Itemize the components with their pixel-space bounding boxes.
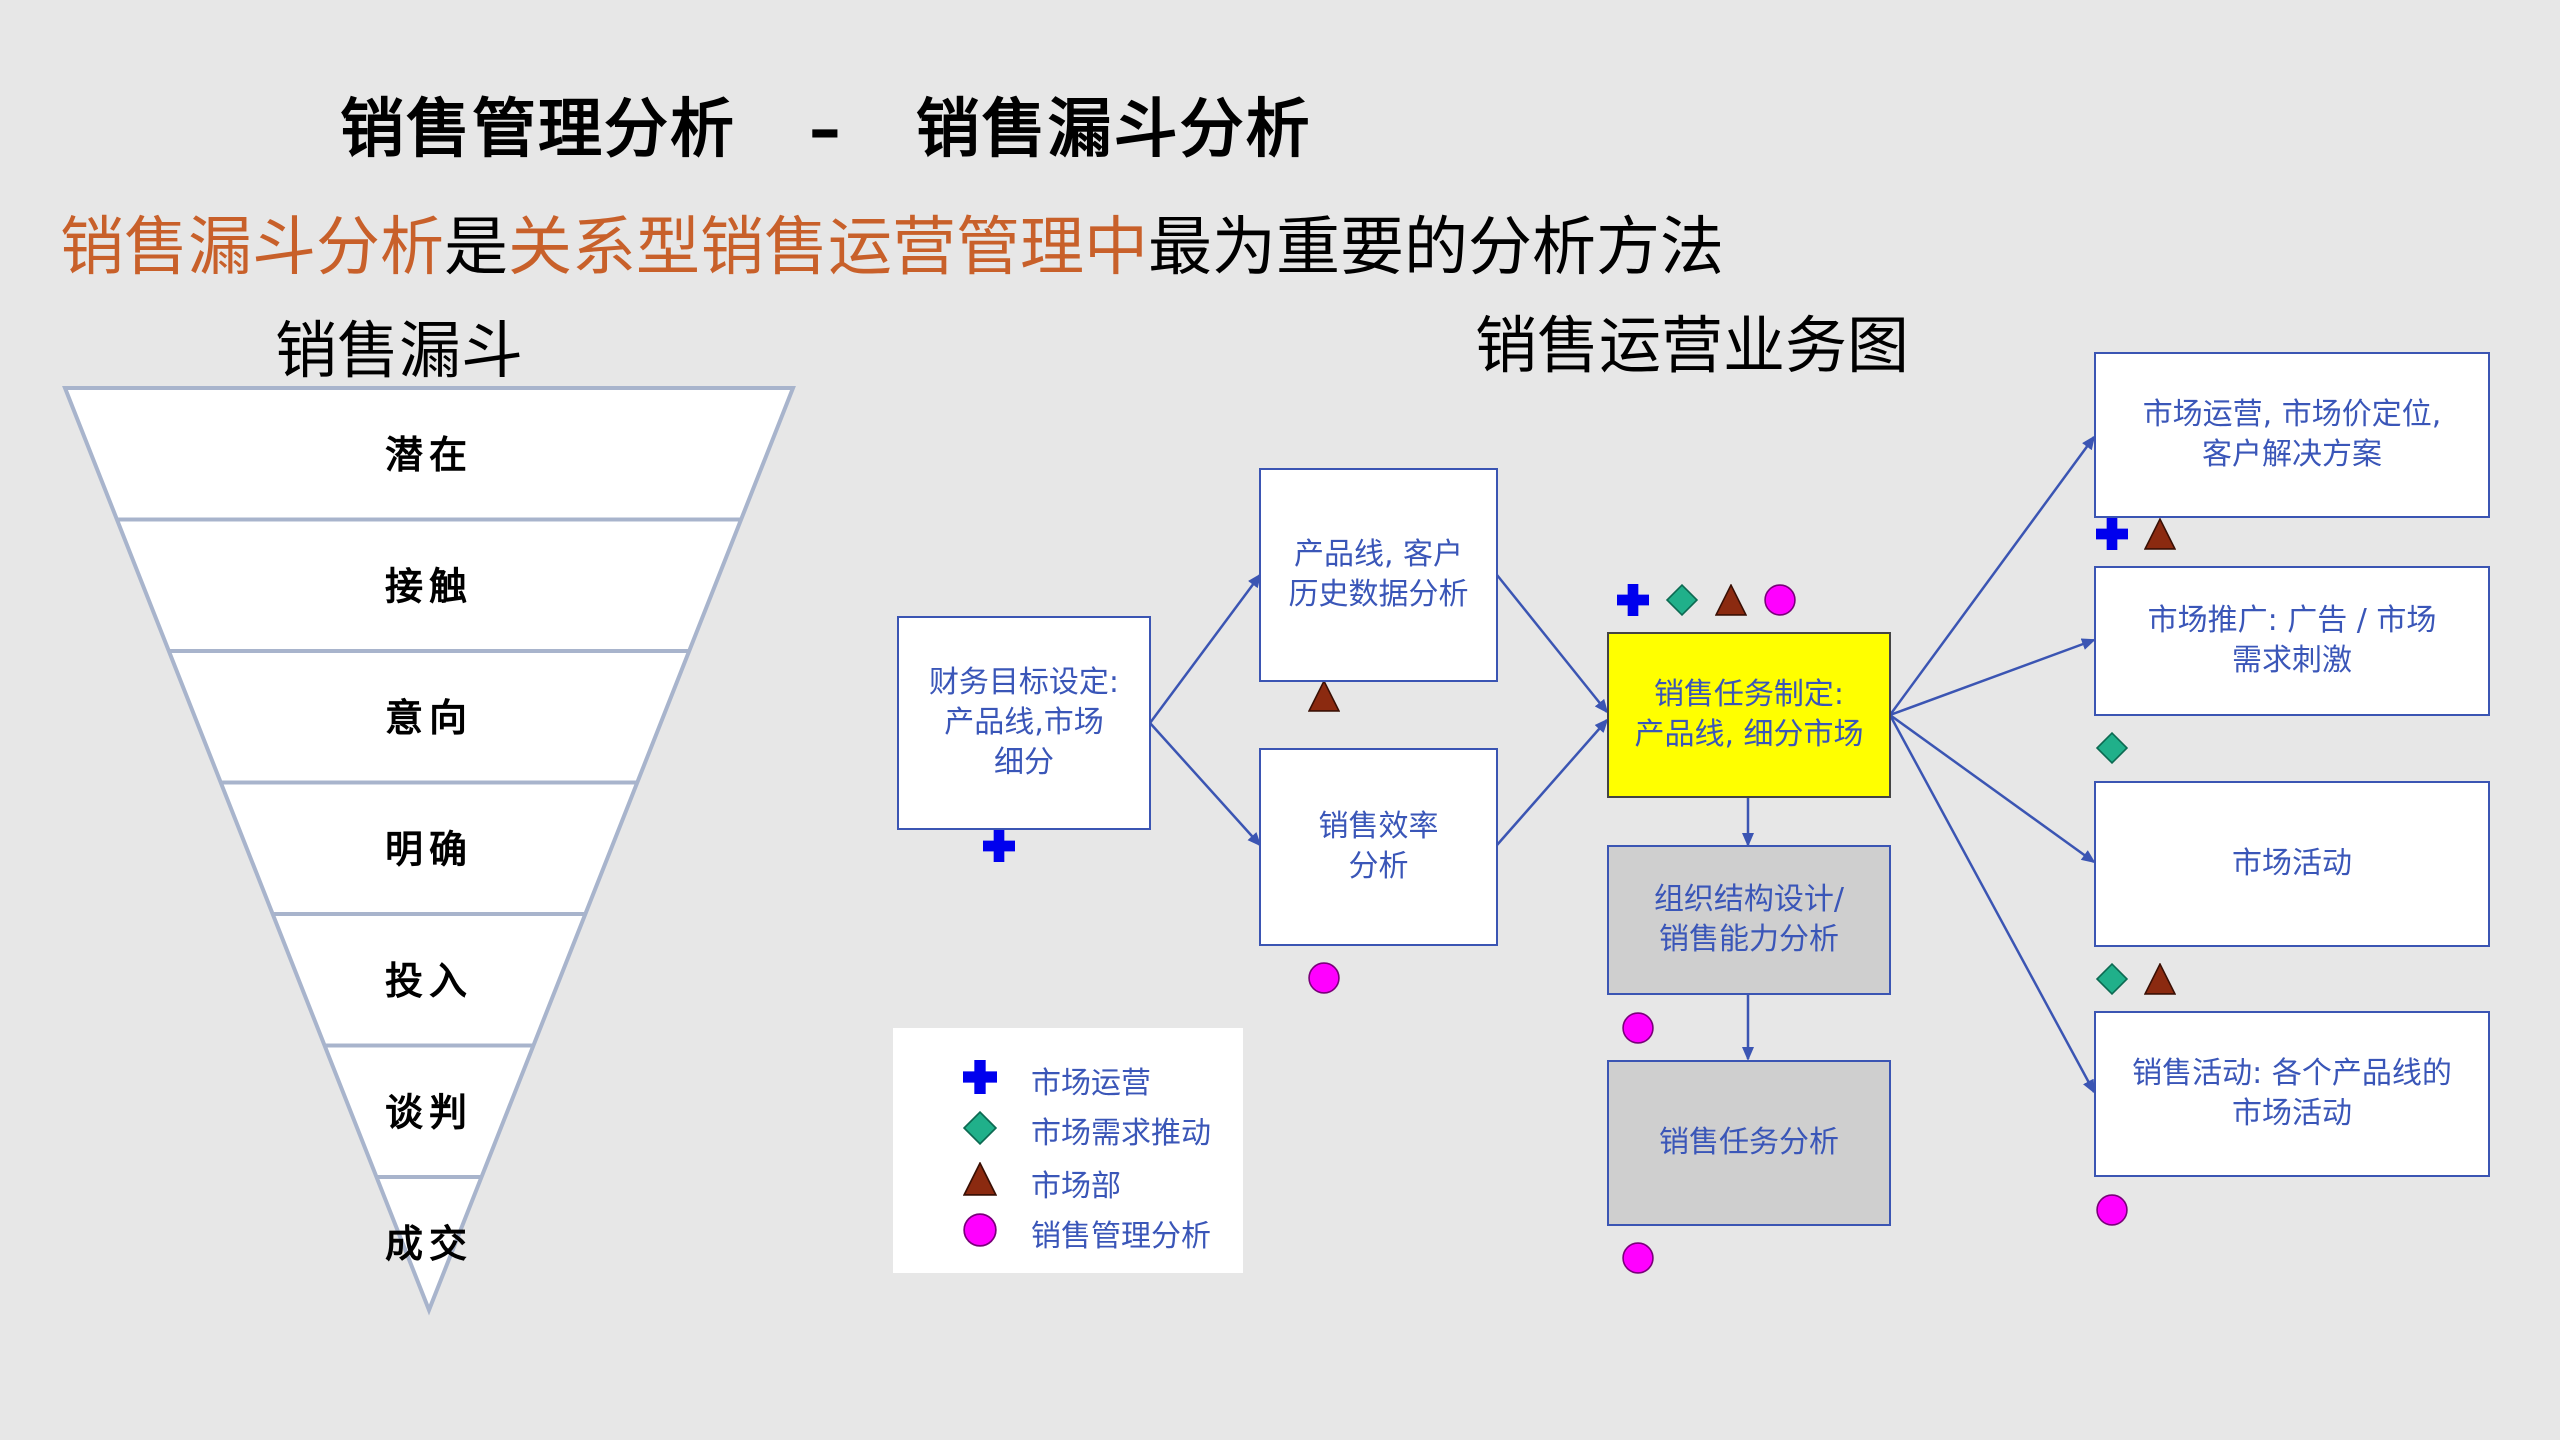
legend-diamond-icon [963,1111,997,1145]
subtitle-text-1: 是 [444,211,508,285]
funnel-stage-6: 成交 [385,1221,473,1266]
page-subtitle: 销售漏斗分析是关系型销售运营管理中最为重要的分析方法 [60,196,1724,288]
box-market-operations: 市场运营, 市场价定位, 客户解决方案 [2094,352,2490,518]
box-sales-task: 销售任务制定: 产品线, 细分市场 [1607,632,1891,798]
funnel-stage-4: 投入 [385,958,473,1003]
box-org-structure: 组织结构设计/ 销售能力分析 [1607,845,1891,995]
subtitle-text-2: 最为重要的分析方法 [1148,211,1724,285]
legend-label-sales-analysis: 销售管理分析 [1031,1219,1211,1254]
box-market-promotion: 市场推广: 广告 / 市场 需求刺激 [2094,566,2490,716]
subtitle-highlight-2: 关系型销售运营管理中 [508,211,1148,285]
box-sales-efficiency: 销售效率 分析 [1259,748,1498,946]
funnel-label: 销售漏斗 [275,314,524,387]
box-market-activity: 市场活动 [2094,781,2490,947]
legend-label-market-dept: 市场部 [1031,1169,1121,1204]
page-title: 销售管理分析 – 销售漏斗分析 [340,93,1312,167]
box-task-analysis: 销售任务分析 [1607,1060,1891,1226]
legend-triangle-icon [963,1162,997,1196]
funnel-stage-5: 谈判 [385,1089,473,1134]
box-finance-target: 财务目标设定: 产品线,市场 细分 [897,616,1151,830]
funnel-stage-1: 接触 [385,563,473,608]
diagram-label: 销售运营业务图 [1475,309,1910,382]
box-history-analysis: 产品线, 客户 历史数据分析 [1259,468,1498,682]
funnel-outline [62,386,796,1316]
legend-label-market-ops: 市场运营 [1031,1066,1151,1101]
funnel-stage-0: 潜在 [385,432,473,477]
funnel-stage-3: 明确 [385,826,473,871]
legend: 市场运营 市场需求推动 市场部 销售管理分析 [893,1028,1243,1273]
legend-label-demand: 市场需求推动 [1031,1116,1211,1151]
funnel-stage-2: 意向 [385,695,473,740]
box-sales-activity: 销售活动: 各个产品线的 市场活动 [2094,1011,2490,1177]
subtitle-highlight-1: 销售漏斗分析 [60,211,444,285]
legend-circle-icon [963,1213,997,1247]
legend-cross-icon [963,1060,997,1094]
